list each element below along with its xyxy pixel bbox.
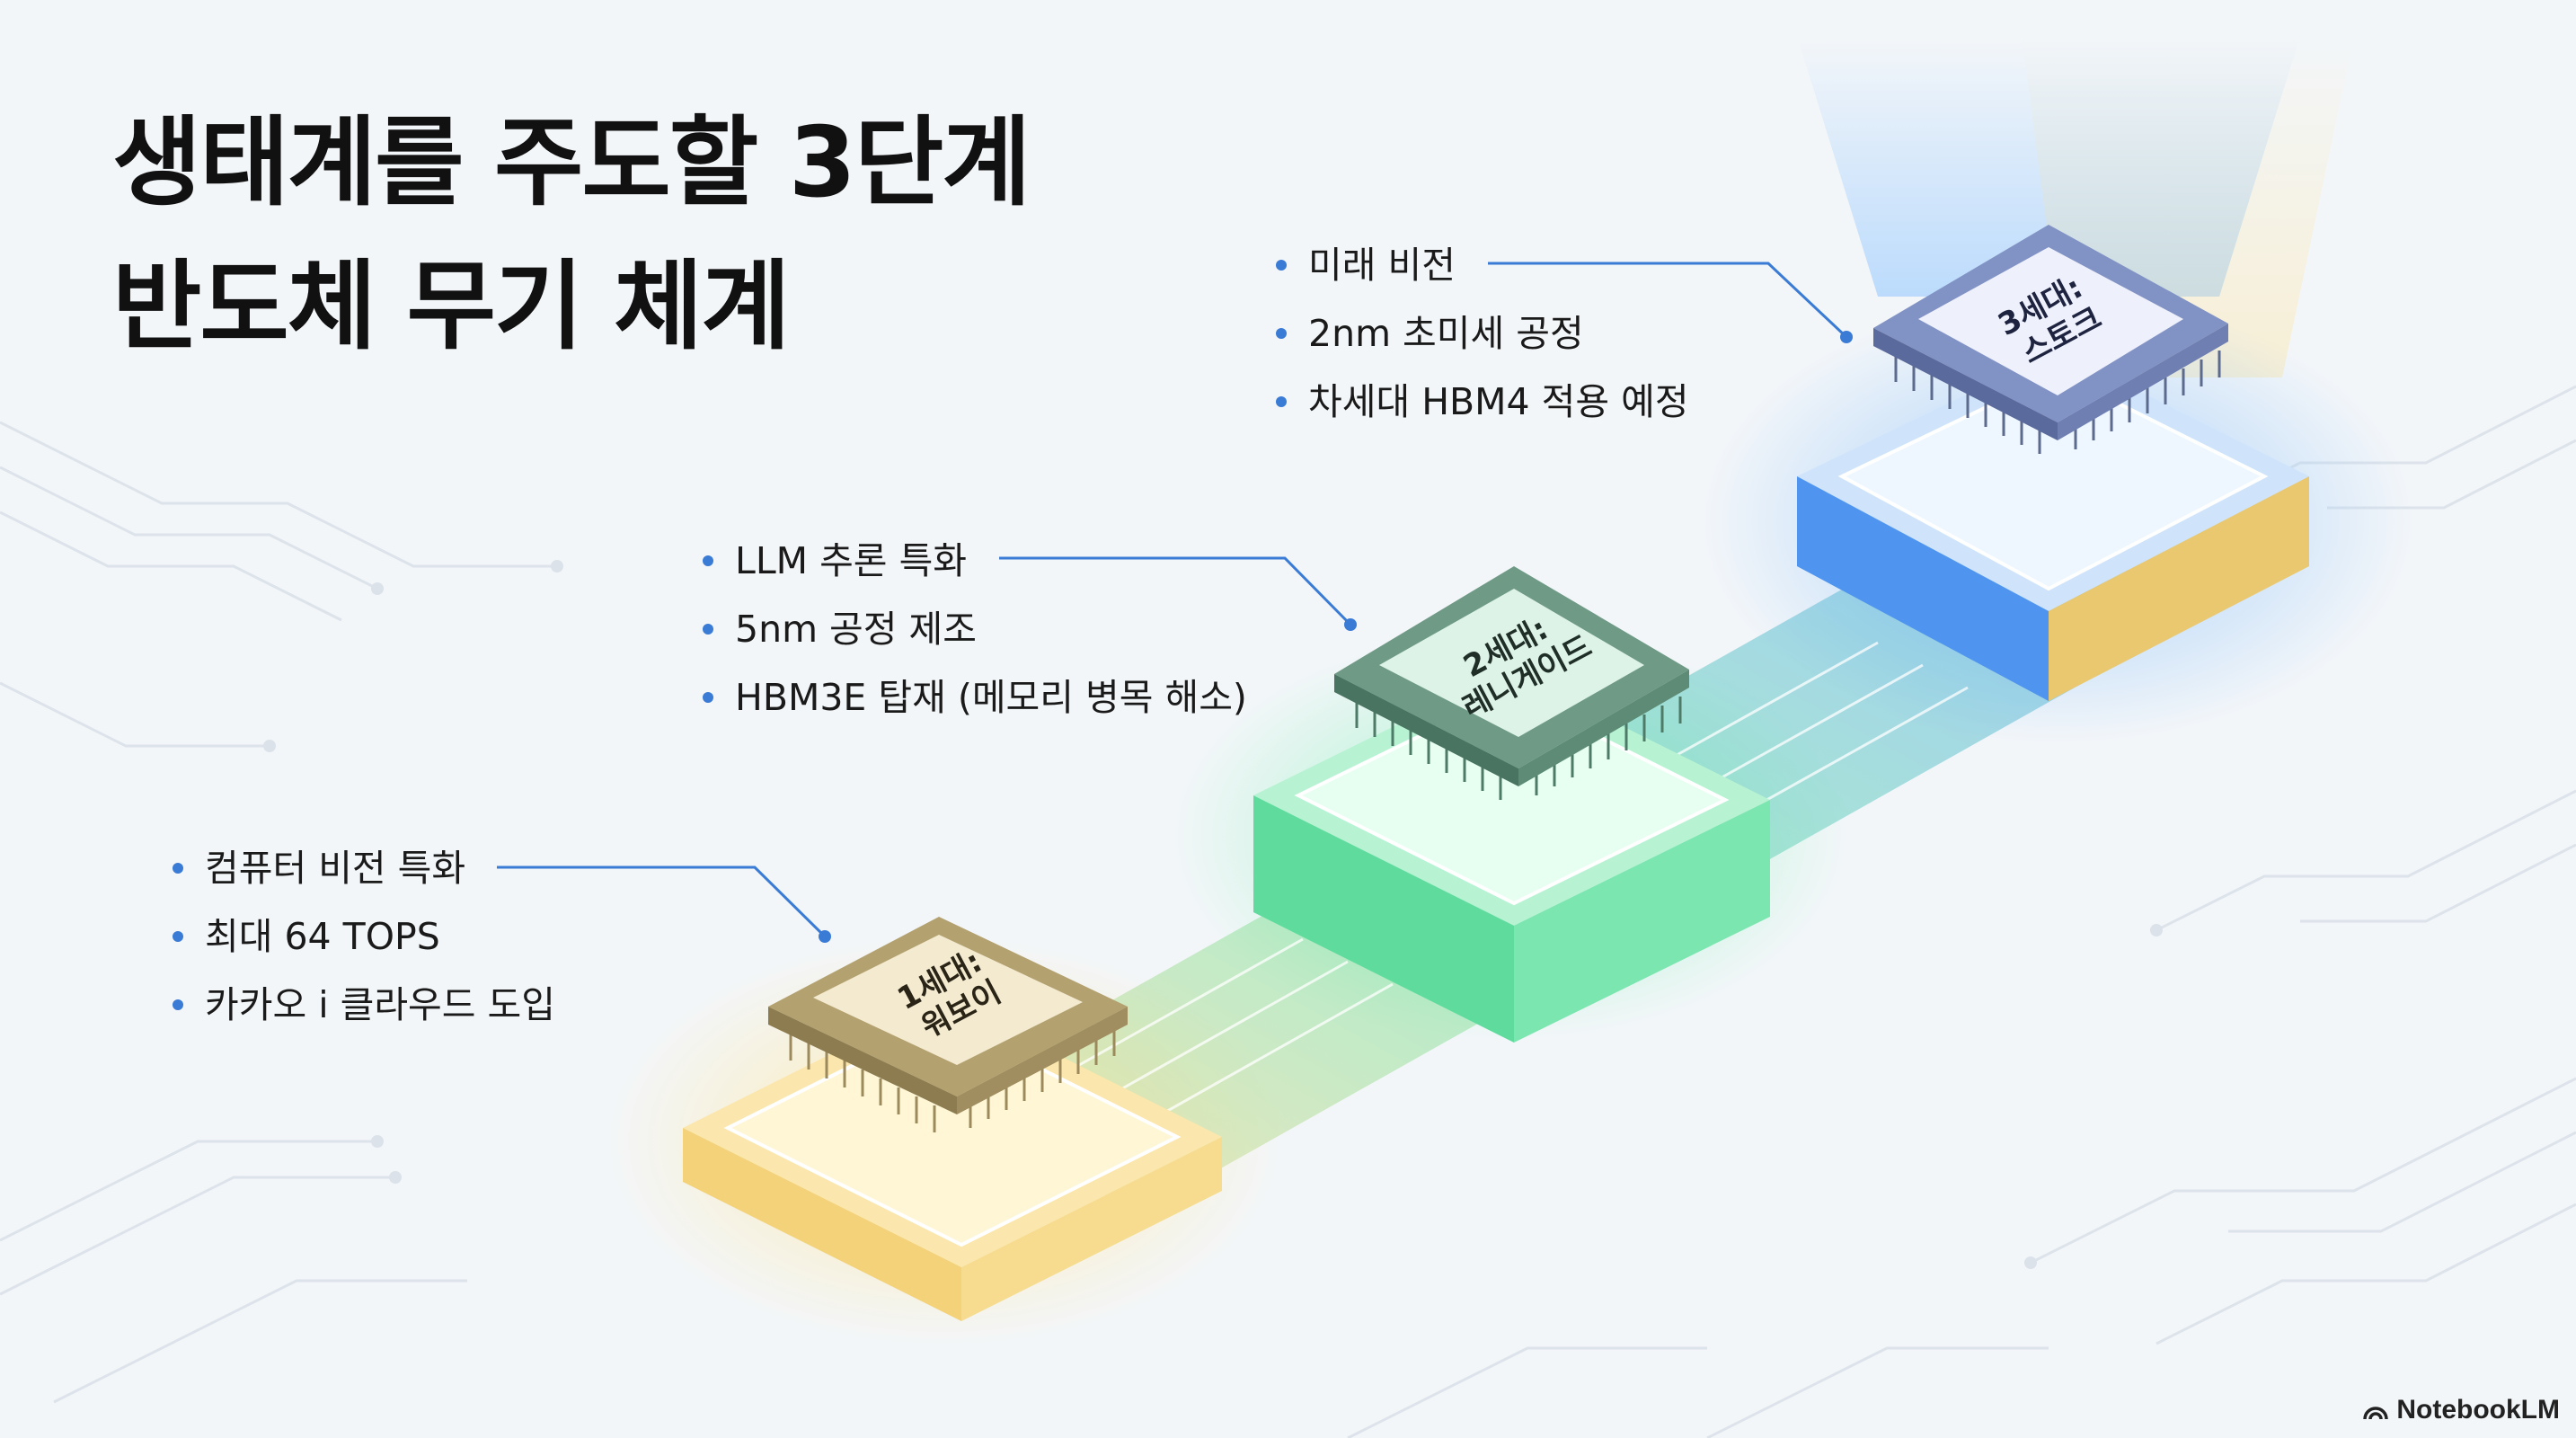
notebooklm-logo-icon [2363, 1407, 2389, 1420]
stage-3-bullet-list: 미래 비전 2nm 초미세 공정 차세대 HBM4 적용 예정 [1276, 231, 1689, 436]
stage-1-bullet-list: 컴퓨터 비전 특화 최대 64 TOPS 카카오 i 클라우드 도입 [173, 834, 555, 1039]
stage-2-platform [1253, 670, 1770, 1043]
bullet-item: 미래 비전 [1276, 231, 1689, 299]
stage-1-platform [683, 998, 1222, 1321]
stage-3-chip [1873, 225, 2228, 454]
stage-2-bullet-list: LLM 추론 특화 5nm 공정 제조 HBM3E 탑재 (메모리 병목 해소) [703, 527, 1247, 732]
bullet-item: 2nm 초미세 공정 [1276, 299, 1689, 368]
bullet-item: 차세대 HBM4 적용 예정 [1276, 368, 1689, 436]
bullet-item: HBM3E 탑재 (메모리 병목 해소) [703, 663, 1247, 732]
stage-2-chip [1334, 566, 1689, 800]
leader-dots [819, 331, 1853, 943]
title-line-1: 생태계를 주도할 3단계 [112, 107, 1031, 219]
notebooklm-watermark: NotebookLM [2362, 1395, 2560, 1425]
bullet-item: 카카오 i 클라우드 도입 [173, 971, 555, 1039]
bullet-item: 컴퓨터 비전 특화 [173, 834, 555, 902]
bullet-item: 최대 64 TOPS [173, 902, 555, 971]
stage-1-chip [768, 917, 1128, 1132]
stage-3-platform [1797, 351, 2309, 701]
brand-name: NotebookLM [2396, 1395, 2560, 1425]
page-title: 생태계를 주도할 3단계 반도체 무기 체계 [112, 92, 1031, 379]
circuit-traces [0, 385, 2576, 1438]
bullet-item: 5nm 공정 제조 [703, 595, 1247, 663]
bullet-item: LLM 추론 특화 [703, 527, 1247, 595]
title-line-2: 반도체 무기 체계 [112, 251, 791, 363]
leader-lines [497, 262, 1848, 938]
